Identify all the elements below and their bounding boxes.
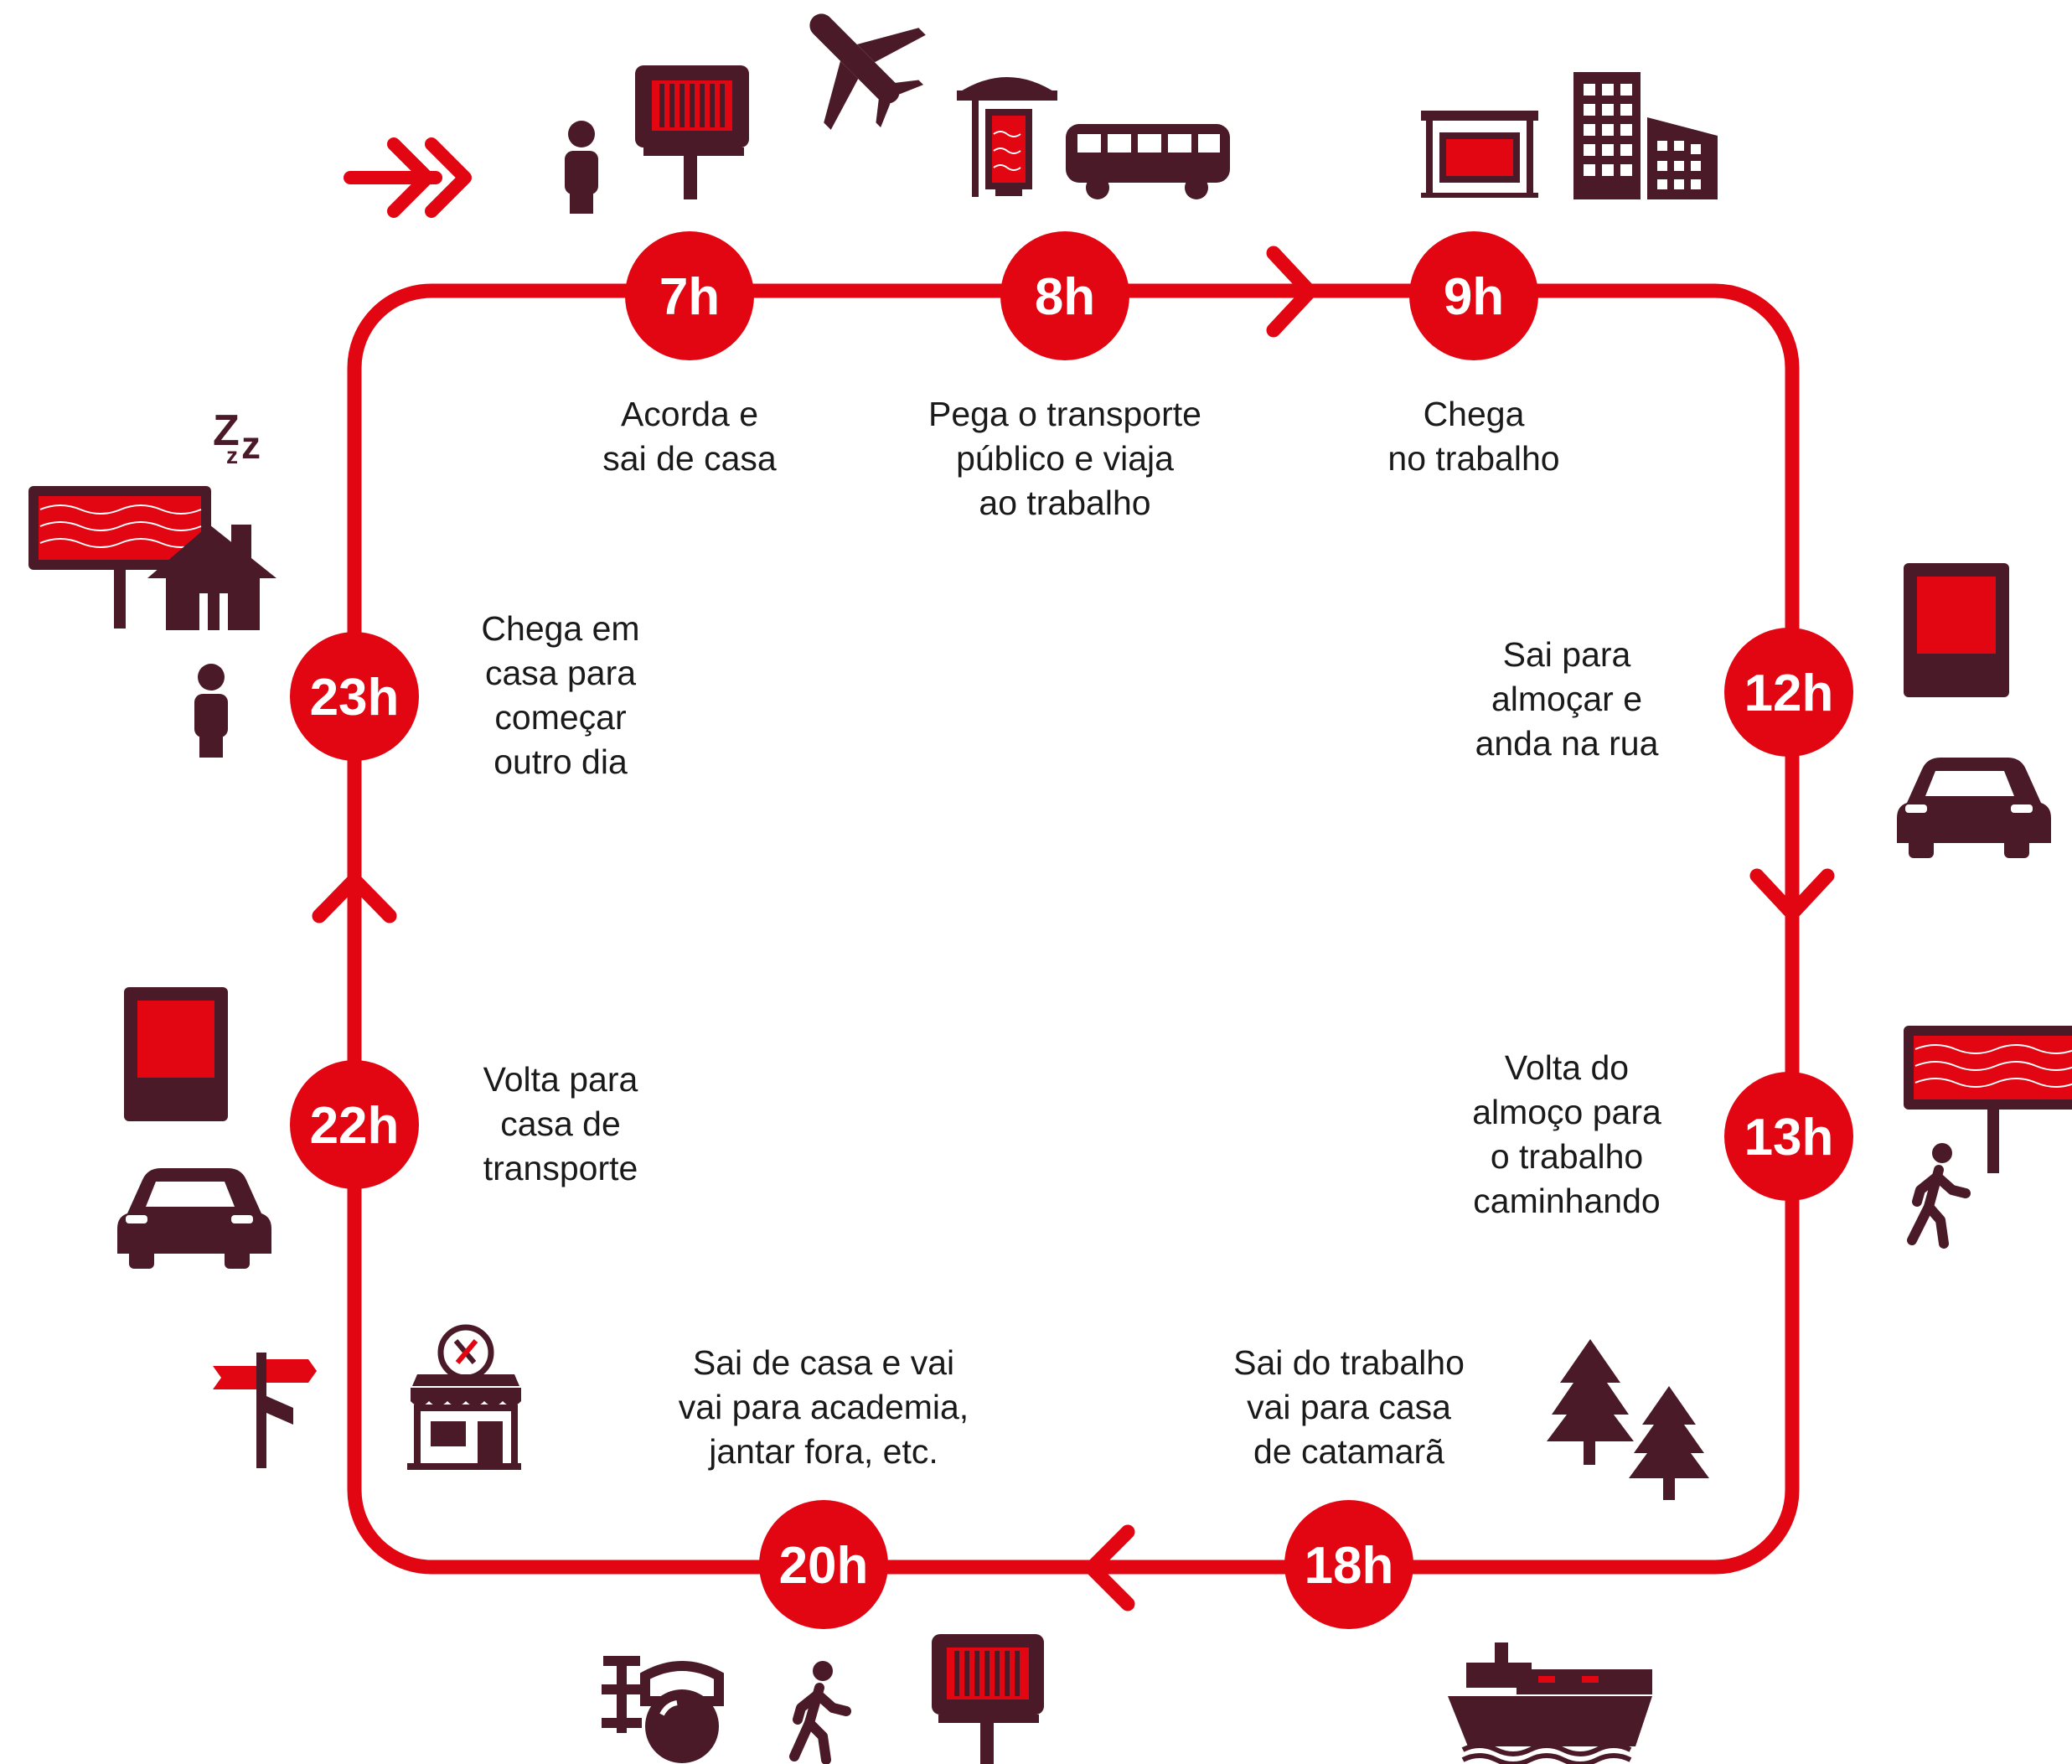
sleep-icon: Z z z: [213, 406, 261, 468]
label-22h: Volta para casa de transporte: [483, 1060, 638, 1187]
buildings-icon: [1573, 72, 1718, 199]
car-icon: [117, 1168, 271, 1269]
fast-forward-icon: [344, 137, 472, 218]
label-8h: Pega o transporte público e viaja ao tra…: [928, 395, 1201, 522]
node-7h-label: 7h: [659, 268, 720, 326]
house-icon: [28, 486, 276, 630]
person-icon: [565, 121, 598, 214]
label-12h: Sai para almoçar e anda na rua: [1475, 635, 1659, 763]
label-13h: Volta do almoço para o trabalho caminhan…: [1472, 1048, 1661, 1220]
person-icon: [194, 664, 228, 758]
node-23h-label: 23h: [310, 669, 400, 727]
label-23h: Chega em casa para começar outro dia: [481, 609, 640, 781]
label-20h: Sai de casa e vai vai para academia, jan…: [678, 1343, 969, 1471]
billboard-icon: [635, 65, 749, 199]
node-12h: 12h: [1724, 628, 1853, 757]
label-18h: Sai do trabalho vai para casa de catamar…: [1233, 1343, 1465, 1471]
node-13h-label: 13h: [1744, 1109, 1834, 1167]
car-icon: [1897, 758, 2051, 858]
arrow-up: [312, 872, 397, 923]
signpost-icon: [213, 1353, 317, 1468]
node-22h: 22h: [290, 1060, 419, 1189]
node-9h-label: 9h: [1444, 268, 1504, 326]
label-7h: Acorda e sai de casa: [602, 395, 777, 478]
walking-person-icon: [789, 1661, 851, 1764]
arrow-down: [1749, 868, 1835, 921]
bus-shelter-icon: [957, 77, 1057, 197]
poster-icon: [124, 987, 228, 1121]
billboard-icon: [932, 1634, 1044, 1764]
node-22h-label: 22h: [310, 1097, 400, 1155]
arrow-right: [1266, 246, 1317, 338]
airplane-icon: [809, 13, 926, 130]
node-20h-label: 20h: [779, 1537, 869, 1595]
banner-billboard-icon: [1904, 1026, 2072, 1173]
poster-icon: [1904, 563, 2009, 697]
node-8h-label: 8h: [1035, 268, 1095, 326]
node-20h: 20h: [759, 1500, 888, 1629]
gym-weights-icon: [602, 1656, 724, 1763]
node-9h: 9h: [1409, 231, 1538, 360]
node-13h: 13h: [1724, 1072, 1853, 1201]
node-12h-label: 12h: [1744, 665, 1834, 722]
node-23h: 23h: [290, 632, 419, 761]
arrow-left: [1084, 1524, 1135, 1611]
shelter-billboard-icon: [1421, 111, 1538, 198]
node-7h: 7h: [625, 231, 754, 360]
bus-icon: [1066, 124, 1230, 199]
node-18h-label: 18h: [1305, 1537, 1394, 1595]
ship-icon: [1448, 1642, 1652, 1764]
trees-icon: [1547, 1339, 1709, 1500]
label-9h: Chega no trabalho: [1387, 395, 1560, 478]
node-18h: 18h: [1284, 1500, 1413, 1629]
node-8h: 8h: [1000, 231, 1129, 360]
walking-person-icon: [1907, 1143, 1971, 1249]
restaurant-icon: [407, 1324, 521, 1470]
